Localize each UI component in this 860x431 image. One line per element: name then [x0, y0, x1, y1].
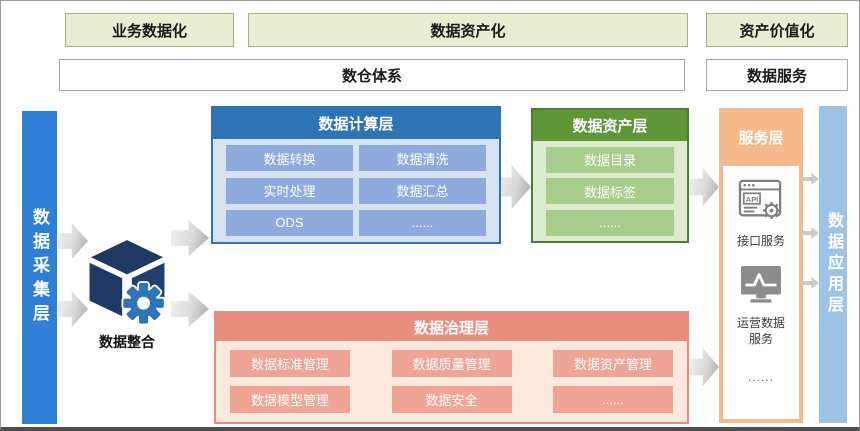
data-application-layer-label: 数据应用层 — [825, 212, 842, 317]
data-collection-layer-bar: 数据采集层 — [22, 111, 57, 424]
data-compute-layer-body: 数据转换 数据清洗 实时处理 数据汇总 ODS ...... — [213, 139, 499, 242]
data-governance-layer-body: 数据标准管理 数据质量管理 数据资产管理 数据模型管理 数据安全 ...... — [216, 341, 687, 422]
data-governance-layer-title: 数据治理层 — [216, 313, 687, 341]
data-compute-layer-title: 数据计算层 — [213, 108, 499, 139]
operations-monitor-icon — [738, 265, 784, 310]
service-layer-title: 服务层 — [738, 129, 784, 147]
compute-item: ...... — [359, 209, 486, 236]
flow-arrow — [171, 291, 209, 327]
svg-text:API: API — [746, 195, 759, 204]
compute-item: 数据转换 — [226, 145, 353, 172]
api-service-label: 接口服务 — [736, 234, 785, 248]
flow-arrow-small — [802, 173, 819, 185]
phase-box-data-assetization: 数据资产化 — [248, 13, 688, 47]
compute-item: 实时处理 — [226, 177, 353, 204]
governance-item: 数据资产管理 — [553, 350, 673, 377]
governance-item: 数据质量管理 — [391, 350, 512, 377]
service-layer-panel: API 接口服务 — [723, 166, 799, 419]
system-box-data-service: 数据服务 — [706, 59, 848, 91]
flow-arrow — [689, 168, 719, 206]
data-integration-label: 数据整合 — [99, 334, 155, 350]
data-asset-layer: 数据资产层 数据目录 数据标签 ...... — [531, 108, 689, 243]
data-compute-layer: 数据计算层 数据转换 数据清洗 实时处理 数据汇总 ODS ...... — [211, 106, 501, 244]
data-application-layer-bar: 数据应用层 — [819, 106, 847, 423]
cube-gear-icon — [81, 235, 173, 331]
flow-arrow — [171, 220, 209, 256]
asset-item: 数据标签 — [546, 178, 674, 204]
flow-arrow — [689, 348, 719, 386]
data-asset-layer-title: 数据资产层 — [533, 110, 687, 141]
flow-arrow-small — [802, 227, 819, 239]
asset-item: 数据目录 — [546, 146, 674, 173]
governance-item: 数据模型管理 — [230, 386, 350, 413]
data-asset-layer-body: 数据目录 数据标签 ...... — [533, 141, 687, 241]
flow-arrow-small — [802, 277, 819, 289]
governance-item: 数据安全 — [391, 386, 512, 413]
data-governance-layer: 数据治理层 数据标准管理 数据质量管理 数据资产管理 数据模型管理 数据安全 .… — [214, 311, 689, 424]
compute-item: ODS — [226, 209, 353, 236]
compute-item: 数据汇总 — [359, 177, 486, 204]
phase-box-business-dataization: 业务数据化 — [65, 13, 234, 47]
system-box-data-warehouse: 数仓体系 — [59, 59, 685, 91]
service-more-label: ...... — [747, 369, 774, 384]
governance-item: 数据标准管理 — [230, 350, 350, 377]
phase-box-asset-valuation: 资产价值化 — [706, 13, 848, 47]
data-collection-layer-label: 数据采集层 — [30, 207, 49, 328]
service-layer: 服务层 API — [719, 108, 803, 423]
operations-data-service-label: 运营数据服务 — [736, 316, 785, 347]
governance-item: ...... — [553, 386, 673, 413]
api-service-icon: API — [738, 178, 784, 227]
asset-item: ...... — [546, 209, 674, 236]
compute-item: 数据清洗 — [359, 145, 486, 172]
